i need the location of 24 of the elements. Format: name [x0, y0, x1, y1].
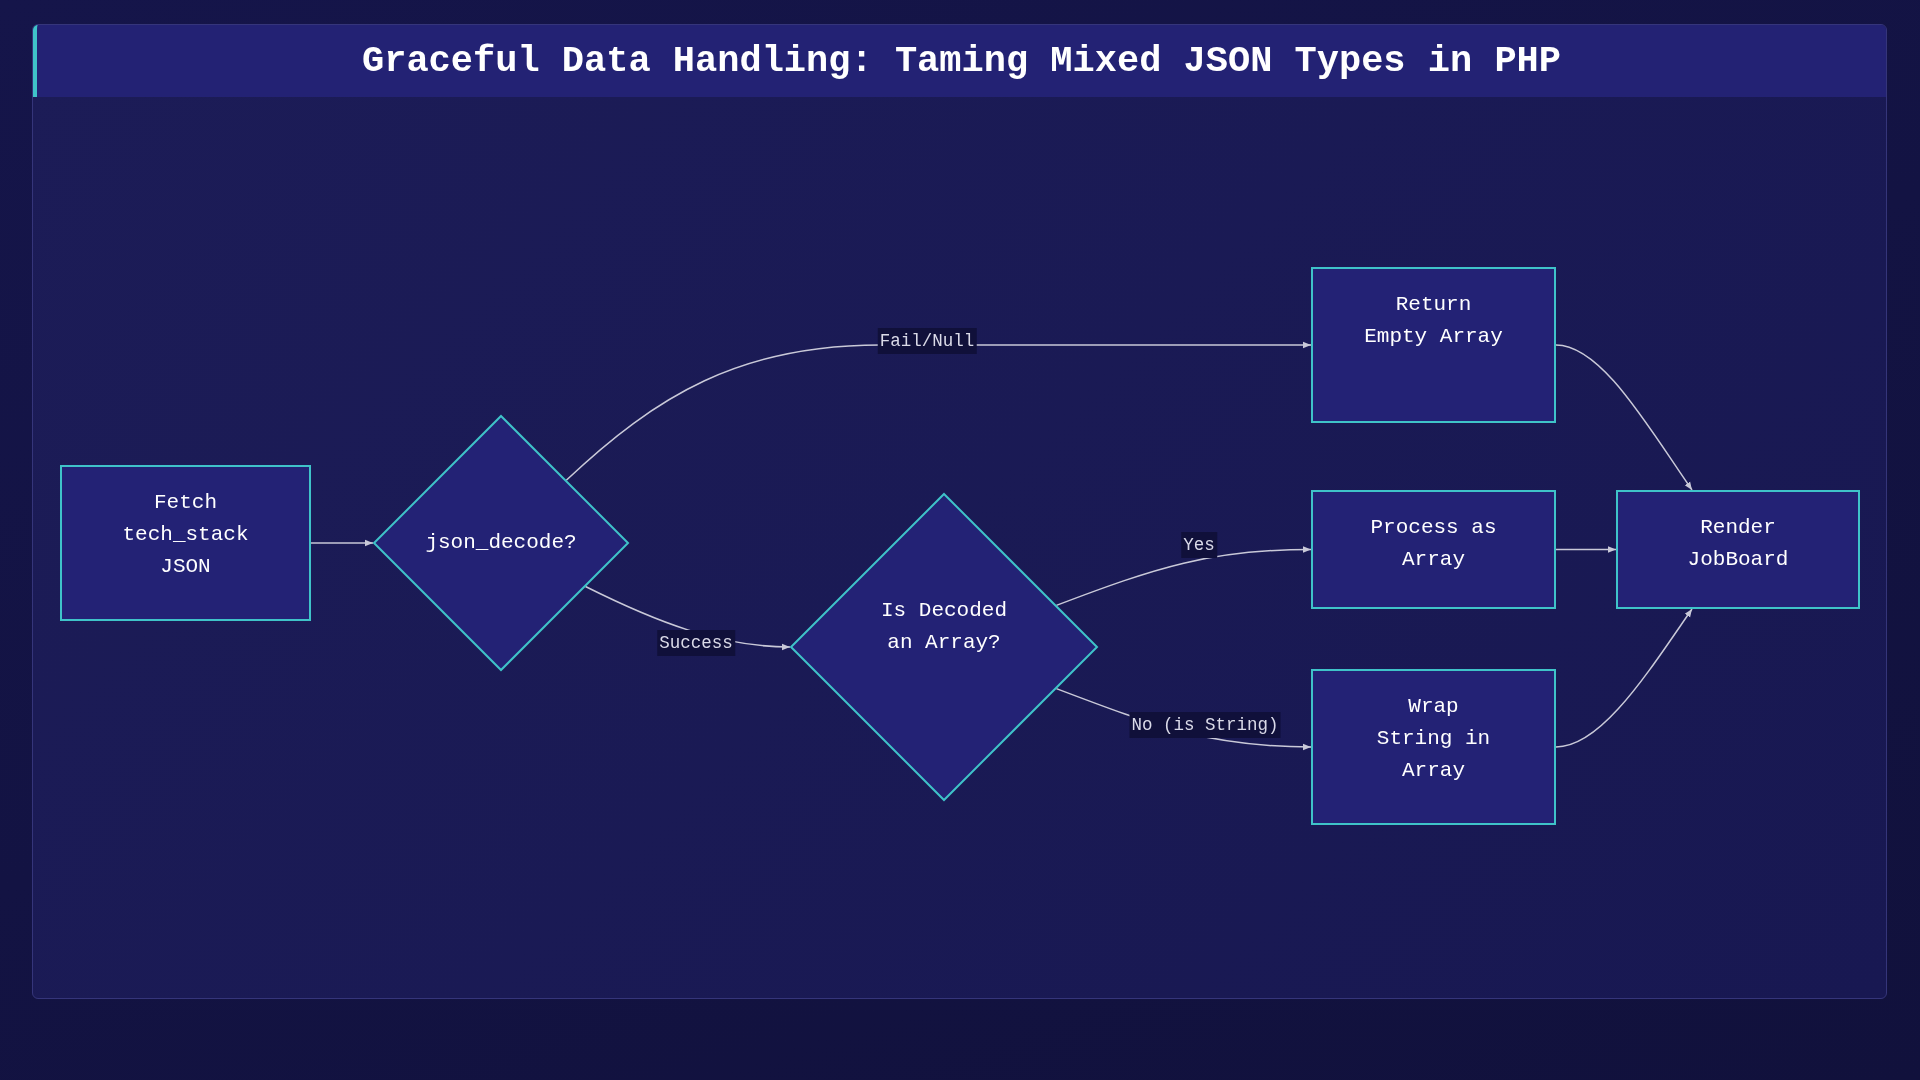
process-box	[60, 465, 311, 621]
node-text: Return Empty Array	[1363, 292, 1504, 350]
decision-diamond	[373, 415, 629, 671]
node-text: Process as Array	[1369, 515, 1498, 573]
arrow	[1555, 608, 1693, 748]
edge-label: Success	[657, 630, 735, 656]
edge-label: No (is String)	[1129, 712, 1281, 738]
process-box	[1311, 267, 1556, 423]
edge-label: Yes	[1181, 532, 1217, 558]
node-text: Render JobBoard	[1686, 515, 1790, 573]
node-text: Is Decoded an Array?	[879, 598, 1008, 656]
arrow	[1555, 344, 1693, 491]
node-text: json_decode?	[424, 530, 578, 556]
decision-diamond	[790, 493, 1098, 801]
process-box	[1311, 669, 1556, 825]
process-box	[1616, 490, 1860, 609]
diagram-title: Graceful Data Handling: Taming Mixed JSON Types in PHP	[362, 39, 1561, 83]
node-text: Fetch tech_stack JSON	[121, 490, 250, 580]
node-text: Wrap String in Array	[1375, 694, 1492, 784]
process-box	[1311, 490, 1556, 609]
arrow	[1055, 546, 1312, 607]
arrow	[310, 539, 374, 547]
arrow	[1555, 546, 1617, 553]
edge-label: Fail/Null	[877, 328, 977, 354]
